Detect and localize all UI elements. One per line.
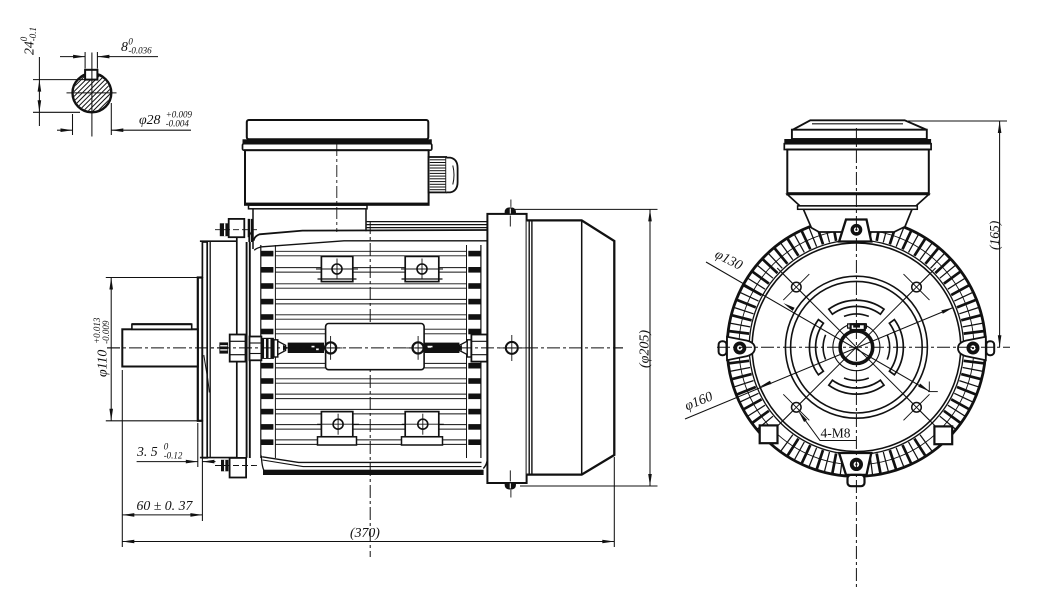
svg-text:φ110: φ110	[95, 350, 110, 377]
svg-text:-0.036: -0.036	[128, 46, 152, 56]
svg-text:-0.009: -0.009	[101, 320, 111, 344]
svg-text:0: 0	[19, 36, 29, 41]
svg-text:24: 24	[22, 41, 37, 55]
svg-text:(370): (370)	[350, 525, 380, 541]
svg-text:-0.1: -0.1	[28, 27, 38, 41]
svg-text:0: 0	[164, 442, 169, 452]
svg-text:φ28: φ28	[139, 112, 161, 127]
svg-text:4-M8: 4-M8	[821, 426, 851, 441]
svg-text:(φ205): (φ205)	[638, 330, 653, 368]
svg-text:-0.004: -0.004	[166, 119, 190, 129]
svg-text:+0.013: +0.013	[92, 317, 102, 344]
svg-text:8: 8	[121, 39, 128, 54]
svg-text:-0.12: -0.12	[164, 451, 183, 461]
svg-text:+0.009: +0.009	[166, 110, 193, 120]
svg-text:(165): (165)	[987, 220, 1002, 250]
svg-text:0: 0	[128, 37, 133, 47]
svg-text:3. 5: 3. 5	[136, 444, 158, 459]
svg-text:60 ± 0. 37: 60 ± 0. 37	[137, 498, 194, 513]
